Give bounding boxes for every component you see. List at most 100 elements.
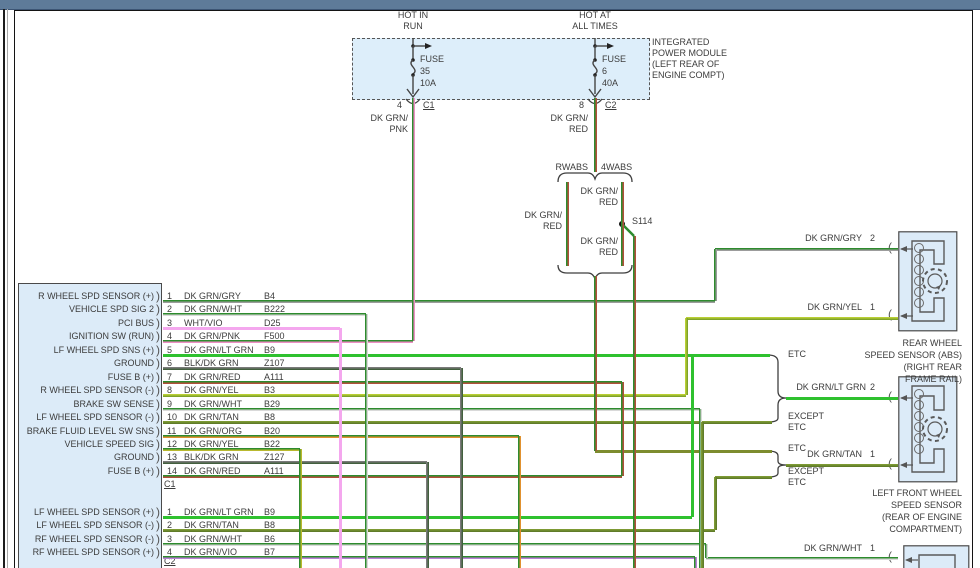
c2-pin-number: 3 [167,534,173,544]
wire-segment [163,474,622,478]
c2-row-label: LF WHEEL SPD SENSOR (-) [36,520,154,530]
ipm-pin-8: 8 [578,100,584,110]
abs-module-box [18,283,162,568]
rear-sensor-pin2-num: 2 [870,233,876,243]
ipm-caption: INTEGRATED POWER MODULE (LEFT REAR OF EN… [652,37,728,80]
c1-pin-bracket: ) [156,383,160,397]
c1-wire-color: DK GRN/YEL [184,439,239,449]
c1-wire-color: DK GRN/RED [184,466,241,476]
c2-wire-color: DK GRN/VIO [184,547,238,557]
window-top-bar [0,0,980,10]
fuse-6-rating: 40A [602,78,619,88]
c2-circuit-number: B8 [264,520,276,530]
fuse-6-symbol [588,38,614,99]
wire-segment [163,447,300,451]
c1-row-label: GROUND [114,452,154,462]
c2-circuit-number: B6 [264,534,276,544]
ipm-pin-4: 4 [396,100,402,110]
c1-wire-color: WHT/VIO [184,318,223,328]
branch-label-4wabs: 4WABS [601,162,633,172]
wire-label-dkgrn-red-top: DK GRN/ RED [550,113,588,134]
c2-row-label: LF WHEEL SPD SENSOR (+) [34,507,154,517]
wire-segment [698,409,702,568]
c1-pin-bracket: ) [156,343,160,357]
wire-segment [704,544,708,558]
lf-sensor-pin1-wire: DK GRN/TAN [807,449,862,459]
wire-segment [686,316,898,320]
c1-pin-number: 10 [167,412,178,422]
wire-segment [163,407,700,411]
c1-wire-color: DK GRN/GRY [184,291,241,301]
left-front-wheel-sensor-connector [898,376,958,483]
c1-wire-color: DK GRN/LT GRN [184,345,254,355]
c1-pin-number: 14 [167,466,178,476]
c1-pin-bracket: ) [156,464,160,478]
wire-segment [620,182,624,266]
right-front-wheel-sensor-connector [903,545,970,568]
c1-circuit-number: Z107 [264,358,285,368]
wire-segment [706,556,898,560]
wire-segment [163,299,715,303]
rear-sensor-pin2-wire: DK GRN/GRY [805,233,862,243]
c1-row-label: BRAKE FLUID LEVEL SW SNS [26,426,154,436]
c1-pin-bracket: ) [156,316,160,330]
c1-circuit-number: B8 [264,412,276,422]
c2-pin-number: 4 [167,547,173,557]
wire-segment [620,382,624,476]
wire-segment [715,475,772,479]
c1-circuit-number: F500 [264,331,285,341]
c1-row-label: VEHICLE SPEED SIG [64,439,154,449]
wire-segment [700,422,704,568]
ipm-connector-c1: C1 [423,100,435,110]
fuse-6-name: FUSE [602,54,627,64]
wire-label-dkgrn-pnk: DK GRN/ PNK [370,113,408,134]
wire-segment [786,463,898,467]
c1-row-label: IGNITION SW (RUN) [69,331,154,341]
lf-sensor-caption: LEFT FRONT WHEEL SPEED SENSOR (REAR OF E… [872,488,962,534]
c2-pin-number: 1 [167,507,173,517]
lf-sensor-pin2-wire: DK GRN/LT GRN [796,382,866,392]
window-left-edge-inner [7,9,8,568]
c1-row-label: R WHEEL SPD SENSOR (+) [38,291,154,301]
c1-row-label: BRAKE SW SENSE [73,399,154,409]
c1-row-label: FUSE B (+) [107,372,154,382]
wire-segment [702,420,772,424]
wire-segment [163,393,686,397]
tag-etc-b: ETC [788,443,806,453]
c1-row-label: FUSE B (+) [107,466,154,476]
c1-wire-color: BLK/DK GRN [184,358,239,368]
c1-pin-number: 2 [167,304,173,314]
wire-segment [690,355,694,517]
wire-segment [565,182,569,266]
wire-segment [163,460,427,464]
hot-label-fuse35: HOT IN RUN [397,10,429,31]
splice-s114-branch [621,223,635,237]
c1-pin-bracket: ) [156,356,160,370]
c1-circuit-number: Z127 [264,452,285,462]
c1-circuit-number: B29 [264,399,281,409]
c2-pin-number: 2 [167,520,173,530]
c1-pin-bracket: ) [156,329,160,343]
wire-segment [163,339,413,343]
wire-segment [459,368,463,568]
window-left-edge [3,9,5,568]
c1-circuit-number: A111 [264,466,284,476]
c1-row-label: GROUND [114,358,154,368]
lf-sensor-pin2-num: 2 [870,382,876,392]
wire-segment [163,542,706,546]
c1-circuit-number: B20 [264,426,281,436]
c1-row-label: VEHICLE SPD SIG 2 [68,304,154,314]
tag-etc-a: ETC [788,349,806,359]
rear-sensor-pin1-bracket: ( [888,307,892,321]
wire-segment [517,436,521,568]
c2-wire-color: DK GRN/WHT [184,534,242,544]
c1-pin-number: 1 [167,291,173,301]
c1-pin-number: 6 [167,358,173,368]
wire-segment [163,312,366,316]
c1-wire-color: DK GRN/YEL [184,385,239,395]
c1-wire-color: DK GRN/WHT [184,399,242,409]
c1-pin-bracket: ) [156,424,160,438]
c1-pin-number: 8 [167,385,173,395]
